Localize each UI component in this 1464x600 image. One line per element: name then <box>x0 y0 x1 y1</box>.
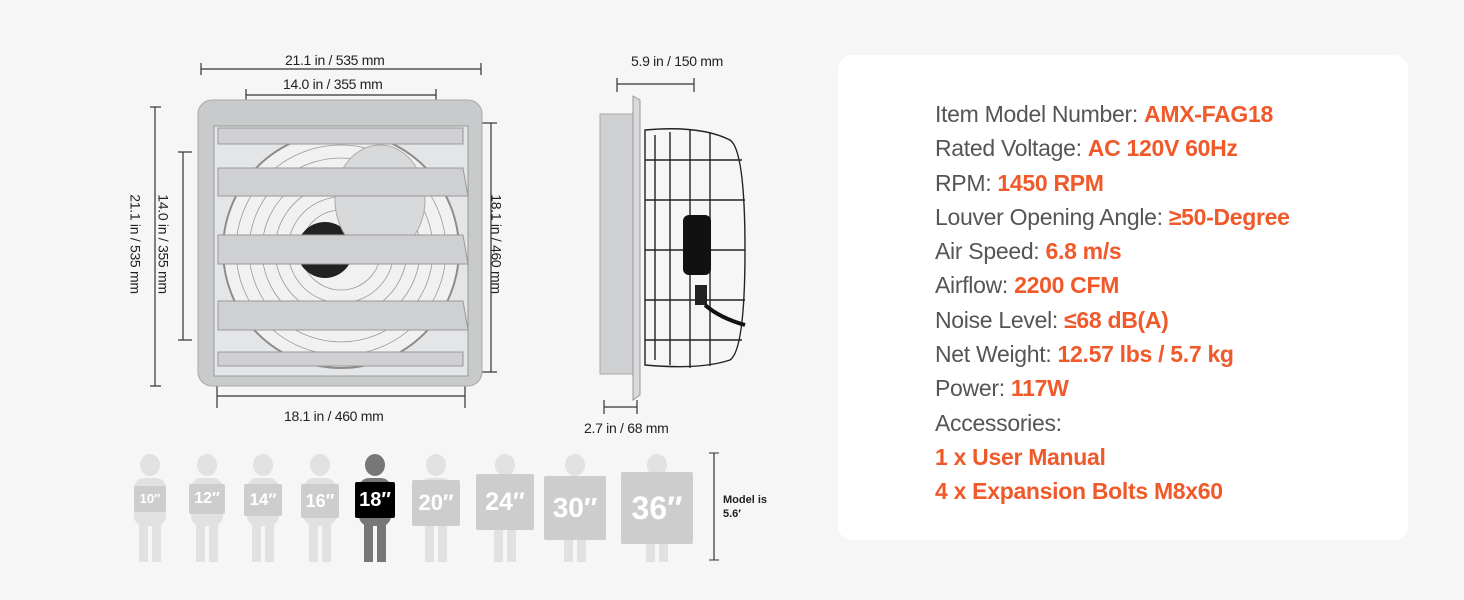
spec-label: Item Model Number: <box>935 101 1145 127</box>
dim-front-width-frame: 18.1 in / 460 mm <box>284 408 384 424</box>
dim-front-width-inner: 14.0 in / 355 mm <box>283 76 383 92</box>
size-board: 10″ <box>134 486 166 512</box>
model-note-line1: Model is <box>723 494 768 506</box>
spec-value: 6.8 m/s <box>1045 238 1122 265</box>
size-board: 18″ <box>355 482 395 518</box>
spec-value: 1450 RPM <box>997 169 1104 196</box>
spec-row: Air Speed: 6.8 m/s <box>935 234 1290 268</box>
size-figure-4: 18″ <box>335 452 415 564</box>
model-height-note: Model is 5.6′ <box>723 493 767 521</box>
dimension-lines <box>150 63 695 414</box>
size-label: 30″ <box>552 492 598 523</box>
spec-label: Air Speed: <box>935 238 1046 265</box>
spec-row: Accessories: <box>935 406 1290 440</box>
person-icon <box>426 454 446 476</box>
spec-row: Airflow: 2200 CFM <box>935 268 1290 302</box>
spec-label: RPM: <box>935 169 998 196</box>
size-board: 16″ <box>301 484 339 518</box>
person-icon <box>140 454 160 476</box>
size-board: 24″ <box>476 474 534 530</box>
spec-label: Louver Opening Angle: <box>935 203 1169 230</box>
spec-label: Noise Level: <box>935 306 1065 333</box>
person-icon <box>495 454 515 476</box>
person-icon <box>253 454 273 476</box>
size-figure-5: 20″ <box>396 452 476 564</box>
accessory-item: 1 x User Manual <box>935 443 1106 470</box>
dim-side-frame-depth: 2.7 in / 68 mm <box>584 420 669 436</box>
size-label: 24″ <box>485 488 525 516</box>
dim-front-width-outer: 21.1 in / 535 mm <box>285 52 385 68</box>
size-label: 16″ <box>305 491 335 511</box>
spec-row: Noise Level: ≤68 dB(A) <box>935 303 1290 337</box>
size-label: 12″ <box>194 490 220 507</box>
size-figure-0: 10″ <box>110 452 190 564</box>
size-label: 18″ <box>359 489 391 511</box>
person-icon <box>647 454 667 476</box>
spec-row: Louver Opening Angle: ≥50-Degree <box>935 200 1290 234</box>
dim-side-depth: 5.9 in / 150 mm <box>631 53 723 69</box>
spec-value: AMX-FAG18 <box>1144 101 1273 127</box>
size-label: 36″ <box>631 490 683 526</box>
size-figure-6: 24″ <box>465 452 545 564</box>
spec-row: Rated Voltage: AC 120V 60Hz <box>935 131 1290 165</box>
person-icon <box>365 454 385 476</box>
fan-side-view <box>599 95 746 401</box>
spec-value: 2200 CFM <box>1014 272 1120 299</box>
spec-label: Airflow: <box>935 272 1015 299</box>
spec-value: ≤68 dB(A) <box>1064 306 1169 333</box>
size-label: 14″ <box>249 490 277 509</box>
spec-row: Net Weight: 12.57 lbs / 5.7 kg <box>935 337 1290 371</box>
size-board: 20″ <box>412 480 460 526</box>
spec-value: ≥50-Degree <box>1168 203 1290 230</box>
spec-row: Power: 117W <box>935 371 1290 405</box>
person-icon <box>197 454 217 476</box>
size-figure-2: 14″ <box>223 452 303 564</box>
size-label: 20″ <box>418 490 454 515</box>
model-note-line2: 5.6′ <box>723 508 741 520</box>
spec-value: 117W <box>1010 375 1069 402</box>
size-label: 10″ <box>139 491 161 506</box>
size-board: 14″ <box>244 484 282 516</box>
size-board: 12″ <box>189 484 225 514</box>
dim-front-height-frame: 18.1 in / 460 mm <box>488 194 505 294</box>
spec-label: Rated Voltage: <box>935 135 1088 162</box>
size-figure-1: 12″ <box>167 452 247 564</box>
spec-row: Item Model Number: AMX-FAG18 <box>935 97 1290 131</box>
dim-front-height-inner: 14.0 in / 355 mm <box>155 194 172 294</box>
size-figure-7: 30″ <box>535 452 615 564</box>
spec-row: RPM: 1450 RPM <box>935 166 1290 200</box>
dim-front-height-outer: 21.1 in / 535 mm <box>127 194 144 294</box>
spec-label: Net Weight: <box>935 341 1058 368</box>
spec-label: Accessories: <box>935 409 1062 436</box>
spec-label: Power: <box>935 375 1011 402</box>
fan-front-view <box>197 99 483 387</box>
person-icon <box>310 454 330 476</box>
size-figure-3: 16″ <box>280 452 360 564</box>
accessory-item: 4 x Expansion Bolts M8x60 <box>935 478 1223 505</box>
spec-value: 12.57 lbs / 5.7 kg <box>1057 341 1234 368</box>
spec-value: AC 120V 60Hz <box>1087 135 1238 162</box>
size-board: 36″ <box>621 472 693 544</box>
size-board: 30″ <box>544 476 606 540</box>
person-icon <box>565 454 585 476</box>
size-figure-8: 36″ <box>617 452 697 564</box>
